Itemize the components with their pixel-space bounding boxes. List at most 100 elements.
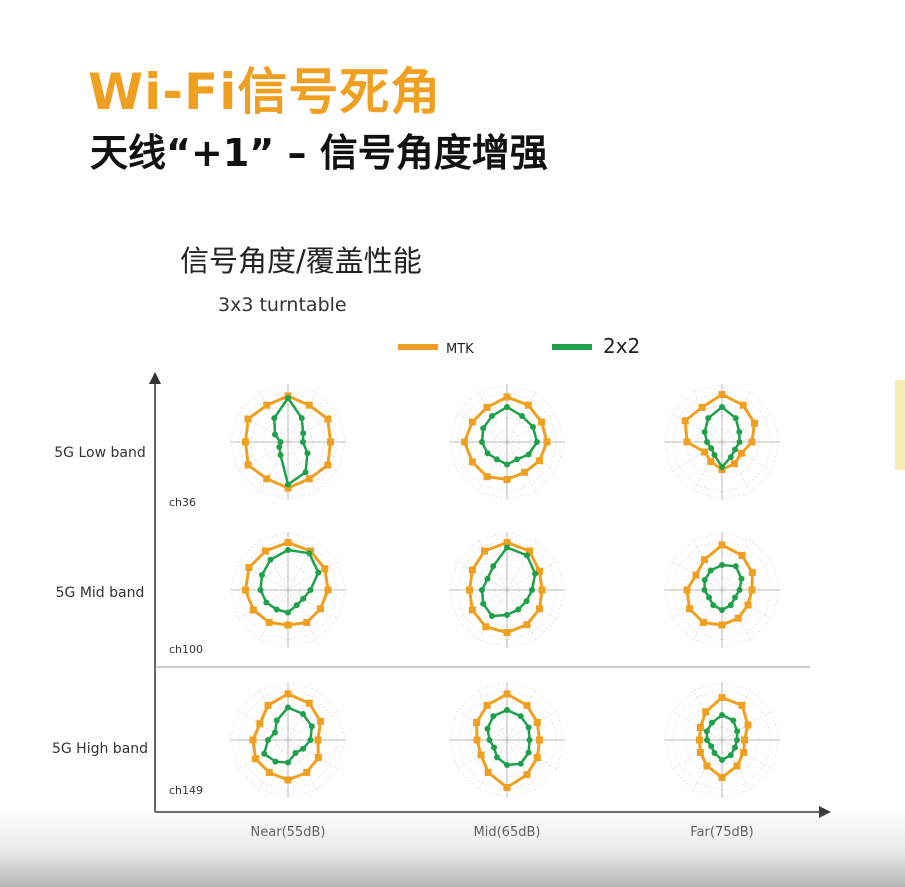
- series-2x2-point: [517, 713, 524, 720]
- radar-spoke: [721, 561, 772, 591]
- series-2x2-point: [484, 450, 491, 457]
- series-2x2-point: [711, 451, 718, 458]
- series-mtk-point: [524, 401, 532, 409]
- series-2x2-point: [736, 439, 743, 445]
- series-2x2-point: [701, 587, 708, 593]
- radar-spoke: [721, 441, 772, 471]
- series-2x2-point: [525, 451, 532, 458]
- series-2x2-point: [292, 749, 299, 756]
- series-mtk-point: [543, 438, 551, 446]
- series-mtk-point: [284, 690, 292, 698]
- radar-spoke: [506, 711, 557, 741]
- series-mtk-point: [696, 749, 704, 756]
- series-2x2-point: [285, 481, 291, 488]
- radar-cell: [449, 532, 565, 648]
- radar-spoke: [287, 561, 338, 591]
- series-mtk-point: [686, 605, 694, 613]
- edge-glow-decoration: [895, 380, 905, 470]
- radar-spoke: [506, 441, 536, 492]
- series-2x2-point: [730, 717, 737, 724]
- series-2x2-point: [704, 439, 710, 445]
- series-2x2-point: [308, 723, 315, 730]
- series-mtk-point: [738, 551, 746, 559]
- series-2x2-point: [306, 550, 313, 557]
- series-2x2-point: [731, 446, 738, 453]
- radar-spoke: [672, 413, 723, 443]
- series-2x2-point: [494, 456, 500, 463]
- series-2x2-point: [719, 464, 725, 470]
- series-mtk-point: [316, 605, 324, 613]
- series-mtk-point: [473, 736, 481, 744]
- series-2x2-point: [719, 757, 725, 763]
- column-label: Mid(65dB): [474, 825, 541, 840]
- series-2x2-point: [300, 711, 306, 718]
- series-2x2-point: [479, 587, 485, 593]
- radar-spoke: [287, 589, 338, 619]
- series-2x2-point: [285, 759, 291, 766]
- series-2x2-point: [504, 707, 510, 713]
- series-mtk-point: [733, 762, 741, 770]
- series-mtk-point: [503, 393, 511, 401]
- series-mtk-point: [737, 449, 745, 457]
- row-label: 5G High band: [52, 741, 148, 757]
- radar-cell: [664, 384, 780, 500]
- series-2x2-point: [480, 425, 487, 432]
- series-mtk-point: [683, 586, 691, 594]
- series-mtk-point: [748, 569, 756, 576]
- column-label: Far(75dB): [690, 825, 753, 840]
- series-2x2-point: [707, 567, 714, 574]
- series-2x2-point: [257, 587, 264, 593]
- series-mtk-point: [503, 476, 511, 483]
- series-2x2-point: [719, 562, 725, 568]
- series-2x2-point: [272, 431, 279, 438]
- series-mtk-point: [468, 566, 476, 574]
- series-2x2-point: [277, 439, 284, 445]
- series-2x2-point: [705, 415, 712, 422]
- chart-title: 信号角度/覆盖性能: [180, 244, 422, 278]
- series-mtk-point: [483, 701, 491, 709]
- series-mtk-point: [526, 547, 533, 555]
- series-2x2-point: [315, 569, 322, 576]
- series-mtk-point: [264, 701, 272, 709]
- radar-cell: [230, 682, 346, 798]
- series-2x2-point: [293, 602, 300, 609]
- series-mtk-point: [701, 448, 709, 456]
- channel-label: ch36: [169, 496, 196, 509]
- series-2x2-point: [504, 612, 510, 618]
- series-2x2-point: [524, 552, 530, 559]
- series-2x2-point: [479, 439, 485, 445]
- series-mtk-point: [696, 724, 704, 731]
- series-2x2-point: [515, 606, 522, 613]
- series-mtk-point: [698, 403, 706, 411]
- series-mtk-point: [481, 547, 488, 555]
- series-2x2-point: [484, 575, 491, 582]
- series-2x2-point: [736, 587, 743, 593]
- radar-spoke: [457, 561, 508, 591]
- series-mtk-point: [718, 774, 726, 781]
- slide-subtitle: 天线“+1” – 信号角度增强: [90, 131, 548, 175]
- series-2x2-point: [259, 572, 266, 578]
- series-2x2-point: [267, 556, 274, 563]
- radar-spoke: [287, 739, 317, 790]
- series-mtk-point: [244, 461, 252, 469]
- series-mtk-point: [305, 475, 313, 483]
- series-mtk-point: [718, 694, 726, 701]
- series-mtk-point: [303, 768, 311, 776]
- series-2x2-point: [731, 594, 738, 601]
- series-2x2-point: [263, 599, 270, 606]
- series-2x2-point: [277, 451, 284, 458]
- series-2x2-point: [709, 719, 715, 726]
- series-mtk-point: [244, 415, 252, 423]
- radar-spoke: [506, 589, 557, 619]
- radar-spoke: [238, 589, 289, 619]
- series-mtk-point: [263, 401, 271, 409]
- series-2x2-point: [504, 461, 510, 468]
- series-2x2-point: [719, 712, 725, 718]
- series-2x2-point: [704, 737, 710, 743]
- series-2x2-point: [523, 598, 530, 605]
- series-2x2-point: [300, 745, 307, 752]
- series-mtk-point: [262, 547, 269, 555]
- series-2x2-point: [285, 609, 291, 616]
- series-mtk-point: [284, 776, 292, 784]
